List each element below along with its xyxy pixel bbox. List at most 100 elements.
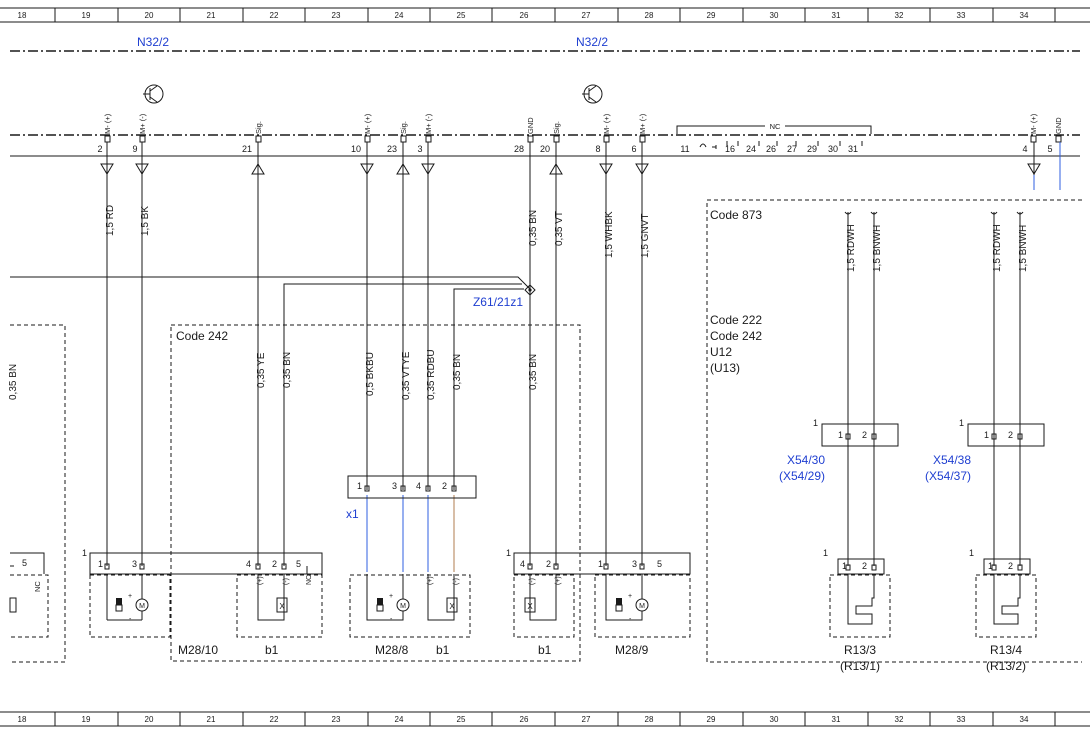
svg-text:8: 8 [595, 144, 600, 154]
heater-r13-4: 1 1 2 R13/4 (R13/2) [969, 548, 1037, 673]
module-label-left: N32/2 [137, 35, 169, 49]
wire-label-bn-c: 0,35 BN [528, 354, 539, 390]
svg-text:1: 1 [357, 481, 362, 491]
code-873-box [706, 199, 1082, 663]
component-m28-9: 1 4 2 1 3 5 b1 M28/9 [506, 548, 691, 657]
wire-label-gnvt: 1,5 GNVT [640, 214, 651, 258]
svg-text:2: 2 [546, 559, 551, 569]
svg-text:NC: NC [770, 122, 781, 131]
svg-text:2: 2 [862, 430, 867, 440]
svg-text:M: M [639, 603, 645, 610]
svg-text:5: 5 [657, 559, 662, 569]
grid-label-bottom-27: 27 [582, 715, 591, 724]
svg-text:NC: NC [33, 581, 42, 592]
module-label-right: N32/2 [576, 35, 608, 49]
svg-text:1: 1 [988, 561, 993, 571]
connector-x54-30: 1 1 2 [813, 418, 899, 447]
svg-text:1: 1 [598, 559, 603, 569]
pin-8: M- (+) 8 [595, 113, 611, 154]
grid-label-top-34: 34 [1020, 11, 1029, 20]
svg-text:23: 23 [387, 144, 397, 154]
svg-text:R13/3: R13/3 [844, 643, 876, 657]
connector-x54-37-label: (X54/37) [925, 469, 971, 483]
wire-label-bn-top: 0,35 BN [528, 210, 539, 246]
wire-label-bkbu: 0,5 BKBU [365, 352, 376, 396]
grid-label-top-24: 24 [395, 11, 404, 20]
svg-text:1: 1 [984, 430, 989, 440]
grid-label-top-22: 22 [270, 11, 279, 20]
grid-label-bottom-20: 20 [145, 715, 154, 724]
grid-label-top-31: 31 [832, 11, 841, 20]
svg-text:1,5 BNWH: 1,5 BNWH [1018, 225, 1029, 272]
grid-label-bottom-25: 25 [457, 715, 466, 724]
svg-text:NC: NC [306, 575, 313, 585]
component-m28-8: M28/8 b1 [349, 574, 471, 657]
svg-text:(+): (+) [555, 576, 562, 585]
svg-text:b1: b1 [265, 643, 279, 657]
svg-text:5: 5 [1047, 144, 1052, 154]
pin-4: M- (+) 4 [1022, 113, 1038, 154]
svg-text:1: 1 [823, 548, 828, 558]
svg-text:M- (+): M- (+) [363, 113, 372, 134]
svg-text:Sig.: Sig. [552, 121, 561, 134]
connector-x54-38: 1 1 2 [959, 418, 1045, 447]
svg-text:X: X [527, 602, 533, 611]
svg-text:1: 1 [842, 561, 847, 571]
svg-text:(-): (-) [283, 578, 290, 585]
svg-text:3: 3 [132, 559, 137, 569]
grid-label-bottom-19: 19 [82, 715, 91, 724]
svg-text:1: 1 [506, 548, 511, 558]
hall-sensor-icon: (+) (-) X [427, 574, 460, 621]
pin-9: M+ (-) 9 [132, 113, 147, 154]
connector-x54-29-label: (X54/29) [779, 469, 825, 483]
svg-text:1: 1 [959, 418, 964, 428]
wires [10, 142, 1061, 572]
grid-label-top-32: 32 [895, 11, 904, 20]
svg-text:4: 4 [416, 481, 421, 491]
heater-wire-labels: 1,5 RDWH 1,5 BNWH 1,5 RDWH 1,5 BNWH [844, 211, 1029, 272]
svg-text:R13/4: R13/4 [990, 643, 1022, 657]
svg-text:Code 242: Code 242 [710, 329, 762, 343]
grid-label-top-28: 28 [645, 11, 654, 20]
svg-text:2: 2 [97, 144, 102, 154]
svg-text:(R13/1): (R13/1) [840, 659, 880, 673]
wire-label-vt-top: 0,35 VT [554, 211, 565, 246]
signal-arrows [100, 163, 1041, 175]
splice-label: Z61/21z1 [473, 295, 523, 309]
svg-text:+: + [128, 593, 132, 600]
svg-text:5: 5 [296, 559, 301, 569]
wire-label-vtye: 0,35 VTYE [401, 351, 412, 400]
grid-label-bottom-23: 23 [332, 715, 341, 724]
grid-label-bottom-24: 24 [395, 715, 404, 724]
svg-text:Sig.: Sig. [254, 121, 263, 134]
grid-label-top-29: 29 [707, 11, 716, 20]
wire-label-rdbu: 0,35 RDBU [426, 349, 437, 400]
svg-text:1,5 RDWH: 1,5 RDWH [846, 224, 857, 272]
svg-text:X: X [279, 602, 285, 611]
wire-label-bn-b: 0,35 BN [452, 354, 463, 390]
svg-text:+: + [628, 593, 632, 600]
svg-text:4: 4 [1022, 144, 1027, 154]
svg-text:M28/8: M28/8 [375, 643, 409, 657]
grid-label-bottom-31: 31 [832, 715, 841, 724]
svg-text:28: 28 [514, 144, 524, 154]
svg-text:M- (+): M- (+) [602, 113, 611, 134]
svg-text:2: 2 [1008, 430, 1013, 440]
pin-3: M+ (-) 3 [417, 113, 433, 154]
svg-text:3: 3 [632, 559, 637, 569]
grid-label-top-18: 18 [18, 11, 27, 20]
transistor-icon [143, 84, 164, 104]
top-grid-bar: 18 19 20 21 22 23 24 25 26 27 28 29 30 3… [0, 7, 1090, 23]
grid-label-bottom-18: 18 [18, 715, 27, 724]
svg-text:1: 1 [98, 559, 103, 569]
svg-text:1: 1 [969, 548, 974, 558]
svg-text:4: 4 [246, 559, 251, 569]
wire-label-rd: 1,5 RD [105, 205, 116, 236]
svg-text:9: 9 [132, 144, 137, 154]
grid-label-bottom-28: 28 [645, 715, 654, 724]
grid-label-top-25: 25 [457, 11, 466, 20]
svg-text:3: 3 [417, 144, 422, 154]
code-242-label: Code 242 [176, 329, 228, 343]
svg-text:29: 29 [807, 144, 817, 154]
